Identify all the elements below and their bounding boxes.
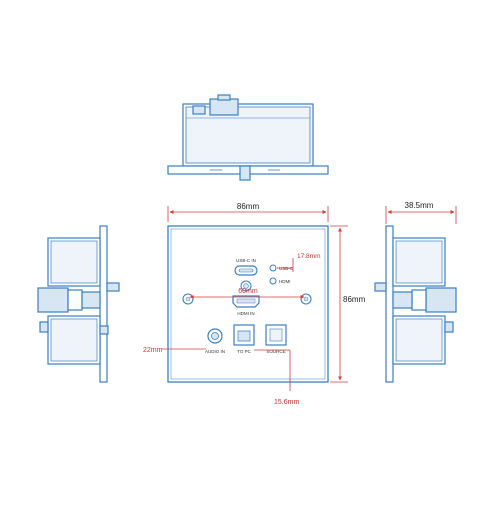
- right-view-screw: [374, 282, 387, 292]
- audio-in-label: AUDIO IN: [205, 349, 225, 354]
- right-side-view: [374, 225, 457, 383]
- left-view-faceplate: [99, 225, 108, 383]
- front-view: USB-C IN USB-C HDMI HDMI IN AUDIO IN TO …: [167, 225, 329, 383]
- dimension-labels: 86mm 86mm 38.5mm 60mm 17.8mm 22mm 15.6mm: [143, 201, 434, 406]
- usbc-led-label: USB-C: [279, 266, 294, 271]
- top-view-rj45-latch: [217, 94, 231, 101]
- dimension-lines: [162, 206, 457, 391]
- depth-label: 38.5mm: [405, 201, 434, 210]
- top-view: [167, 94, 329, 181]
- left-side-view: [37, 225, 120, 383]
- usbc-led-icon: [269, 264, 277, 272]
- source-label: SOURCE: [266, 349, 285, 354]
- audio-offset-label: 22mm: [143, 347, 163, 354]
- width-label: 86mm: [237, 202, 260, 211]
- top-view-small-connector: [192, 105, 206, 115]
- bottom-offset-label: 15.6mm: [274, 399, 299, 406]
- hole-spacing-label: 60mm: [238, 288, 258, 295]
- right-view-connector-block: [425, 287, 457, 313]
- right-view-faceplate: [385, 225, 394, 383]
- left-view-connector-block: [37, 287, 69, 313]
- hdmi-led-label: HDMI: [279, 279, 291, 284]
- to-pc-label: TO PC: [237, 349, 251, 354]
- height-label: 86mm: [343, 295, 366, 304]
- led-offset-label: 17.8mm: [297, 253, 320, 260]
- top-view-screw: [239, 165, 251, 181]
- top-view-rj45-connector: [209, 98, 239, 116]
- left-view-screw: [106, 282, 120, 292]
- top-view-inner: [185, 106, 311, 164]
- hdmi-in-label: HDMI IN: [237, 311, 254, 316]
- hdmi-led-icon: [269, 277, 277, 285]
- usbc-in-label: USB-C IN: [236, 258, 256, 263]
